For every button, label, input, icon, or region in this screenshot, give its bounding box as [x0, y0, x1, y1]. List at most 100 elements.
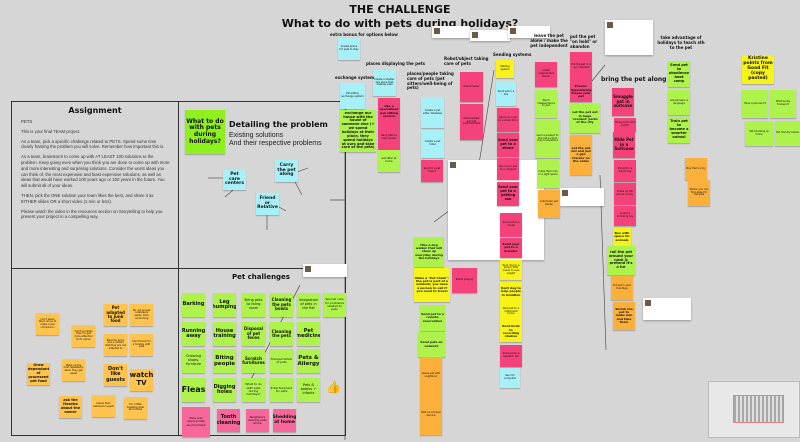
sticky-note[interactable]: Smuggle pet in suitcase [612, 88, 634, 116]
sticky-note[interactable]: Rent birds to recording studios [500, 322, 522, 342]
sticky-note[interactable]: Pets & Allergy [297, 349, 320, 373]
sticky-note[interactable]: Kristine points from Good Fit (copy past… [742, 55, 774, 84]
comment-card[interactable] [643, 298, 691, 320]
sticky-note[interactable]: Send your pet to a drone [497, 133, 519, 157]
sticky-note[interactable]: Cleaning the pets bowls [270, 293, 293, 317]
sticky-note[interactable]: Pet medicine [297, 322, 320, 346]
sticky-note[interactable]: roll the pet around your neck & pretend … [607, 246, 635, 275]
sticky-note[interactable]: Friend or Relative [256, 193, 279, 215]
sticky-note[interactable]: Scratch furnitures [242, 349, 265, 373]
sticky-note[interactable]: Box with space for animals [613, 228, 631, 246]
sticky-note[interactable]: Pet-friendly transport [770, 90, 796, 118]
sticky-note[interactable]: Let the pet out in huge 'scented' parks … [570, 103, 600, 133]
sticky-note[interactable]: watch TV [130, 369, 153, 391]
sticky-note[interactable]: Pet boarding at home [745, 121, 773, 146]
sticky-note[interactable]: Send pet to a model [500, 213, 522, 237]
sticky-note[interactable]: Use a specialised pet sitting service [378, 98, 400, 125]
sticky-note[interactable]: Special care for problems related to pet… [323, 293, 346, 317]
sticky-note[interactable]: pet sitter at home [378, 150, 400, 172]
sticky-note[interactable]: Carry the pet along [275, 160, 298, 182]
sticky-note[interactable]: Bring pets to living room [242, 293, 265, 317]
sticky-note[interactable]: Send pet to a remote reservation [420, 305, 445, 331]
sticky-note[interactable]: send a present to the pet so that they u… [535, 120, 560, 158]
sticky-note[interactable]: Pet care centers [223, 170, 246, 190]
sticky-note[interactable]: Robot feeder [460, 72, 483, 102]
sticky-note[interactable]: Can't leave them alone to make a pet com… [36, 313, 59, 335]
sticky-note[interactable]: Integration of pets in the flat [297, 293, 320, 317]
comment-card[interactable] [432, 26, 470, 38]
sticky-note[interactable]: What to do with pets during holidays? [185, 110, 225, 154]
comment-card[interactable] [508, 26, 550, 38]
sticky-note[interactable]: Transportation of pets [270, 349, 293, 373]
comment-card[interactable] [470, 30, 510, 41]
sticky-note[interactable]: Can't socialize them to get more attenti… [72, 325, 95, 347]
sticky-note[interactable]: Fleas [182, 378, 205, 402]
sticky-note[interactable]: Disposal of pet feces [242, 322, 265, 346]
sticky-note[interactable]: Send your pet to a breeder [500, 238, 522, 258]
sticky-note[interactable]: Hire a dog walker that will show up ever… [414, 237, 444, 267]
sticky-note[interactable]: Do not accept caretakers easily, time co… [130, 304, 153, 326]
sticky-note[interactable]: Rent dog to help people in isolation [500, 282, 522, 302]
sticky-note[interactable]: Make a "Pet Chain": the pet is part of a… [414, 268, 450, 302]
sticky-note[interactable]: Pet friendly hotels [775, 121, 800, 146]
sticky-note[interactable]: Cleaning the pets [270, 322, 293, 346]
sticky-note[interactable]: Put the pet in a cryo chamber [570, 52, 592, 82]
sticky-note[interactable]: Barking [182, 293, 205, 317]
sticky-note[interactable]: Don't like guests [104, 364, 127, 386]
sticky-note[interactable]: Put pet in a travel bag [614, 160, 636, 182]
sticky-note[interactable]: Pets & babies + infants [297, 378, 320, 402]
sticky-note[interactable]: Bring pet in pet carrier [614, 118, 636, 132]
sticky-note[interactable]: Have a pet escort [742, 90, 768, 118]
sticky-note[interactable]: What to do with pets during holidays? [242, 378, 265, 402]
sticky-note[interactable]: Pets on a travel service [420, 395, 442, 435]
sticky-note[interactable]: Send your pet to a compost [497, 158, 519, 180]
sticky-note[interactable]: Leave pet with neighbour [420, 357, 442, 395]
sticky-note[interactable]: Waiting system [496, 60, 514, 78]
sticky-note[interactable]: Digging holes [213, 378, 236, 402]
sticky-note[interactable]: Shrink the pet to make size and take the… [613, 302, 635, 330]
sticky-note[interactable]: Biting people [213, 349, 236, 373]
sticky-note[interactable]: Send to computer [500, 368, 520, 388]
sticky-note[interactable]: Teach independence to pet [535, 90, 557, 118]
sticky-note[interactable]: Neighbors leaving pets alone [246, 409, 269, 432]
sticky-note[interactable]: Send pet in a box [496, 82, 516, 106]
sticky-note[interactable]: Grow dependant of processed pet food [27, 363, 50, 385]
sticky-note[interactable]: Become picky and a certain diet they are… [104, 334, 127, 356]
sticky-note[interactable]: Can't travel for a holiday with pets [130, 334, 153, 356]
sticky-note[interactable]: Train pet to become a smarter animal [668, 117, 690, 143]
sticky-note[interactable]: Let pet learn a language [668, 90, 690, 115]
sticky-note[interactable]: Invent a shrinking ray [614, 206, 636, 226]
sticky-note[interactable]: ask the Hosebo about the owner [59, 396, 82, 418]
sticky-note[interactable]: Wake up the host repeatedly when they ge… [62, 359, 85, 381]
sticky-note[interactable]: Rent dog to a person that needs to lose … [500, 260, 522, 280]
sticky-note[interactable]: Send to a pet friend [421, 160, 443, 182]
sticky-note[interactable]: Pet-sitting exchange system [340, 83, 365, 109]
sticky-note[interactable]: Shedding at home [273, 409, 296, 432]
sticky-note[interactable]: Create a shelter-like place that display… [373, 70, 396, 96]
minimap-viewport[interactable] [733, 395, 784, 423]
sticky-note[interactable]: Send pet to a research lab [500, 345, 522, 367]
sticky-note[interactable]: Robot walker and pet entertainment [460, 104, 483, 140]
sticky-note[interactable]: Send your pet to a sleep farm [497, 108, 519, 132]
sticky-note[interactable]: Where you can find apps for the pets [688, 180, 710, 206]
sticky-note[interactable]: Hide Pet in a Suitcase [613, 132, 635, 158]
sticky-note[interactable]: For coffee together pets and others [124, 397, 147, 419]
sticky-note[interactable]: Send pets to visit owners [378, 125, 400, 150]
sticky-note[interactable]: Send pet to obedience boot camp [668, 61, 690, 87]
sticky-note[interactable]: Entertainment for pets [270, 378, 293, 402]
sticky-note[interactable]: exchange our house with the house of som… [340, 110, 376, 152]
sticky-note[interactable]: Automatic pet feeder [538, 190, 560, 218]
sticky-note[interactable]: Send your pet to a petting zoo [497, 182, 519, 206]
sticky-note[interactable]: Cause their behaviour upset [92, 395, 115, 417]
sticky-note[interactable]: Robot playing [452, 268, 477, 293]
sticky-note[interactable]: Chewing shoes, furniture [182, 349, 205, 373]
comment-card[interactable] [605, 20, 653, 55]
sticky-note[interactable]: Install independent feeder [535, 62, 557, 87]
sticky-note[interactable]: House training [213, 322, 236, 346]
sticky-note[interactable]: Leg humping [213, 293, 236, 317]
sticky-note[interactable]: Create a pet hotel [421, 130, 444, 158]
comment-card[interactable] [448, 160, 544, 260]
sticky-note[interactable]: Pet adapted to junk food [104, 304, 127, 326]
sticky-note[interactable]: make them live in a tight space [537, 160, 559, 188]
sticky-note[interactable]: Put pet in your handbag [611, 276, 633, 300]
